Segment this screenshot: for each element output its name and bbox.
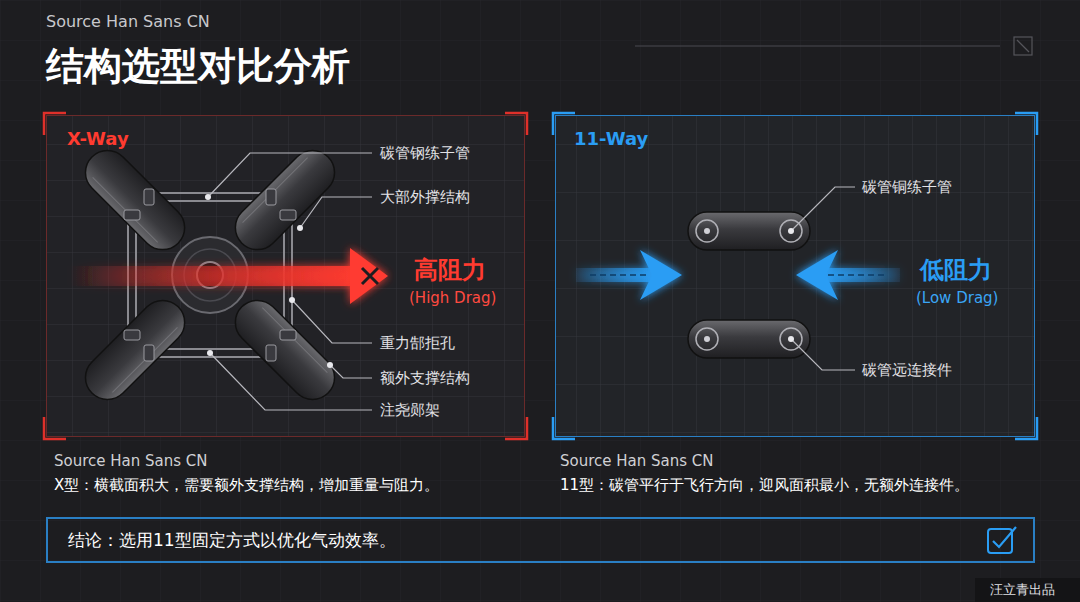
font-note: Source Han Sans CN: [560, 452, 714, 470]
slide-title: 结构选型对比分析: [46, 44, 350, 90]
conclusion-text: 结论：选用11型固定方式以优化气动效率。: [68, 529, 396, 552]
drag-sublabel: (High Drag): [409, 289, 496, 307]
conclusion-box: 结论：选用11型固定方式以优化气动效率。: [46, 517, 1035, 563]
callout-label: 大部外撑结构: [380, 188, 470, 206]
callout-label: 碳管钢练子管: [380, 144, 470, 162]
callout-label: 碳管远连接件: [862, 361, 952, 379]
drag-label: 低阻力: [920, 256, 992, 285]
panel-heading: 11-Way: [574, 128, 1034, 149]
caption-text: 11型：碳管平行于飞行方向，迎风面积最小，无额外连接件。: [560, 476, 969, 494]
drag-label: 高阻力: [414, 256, 486, 285]
callout-label: 重力郜拒孔: [380, 334, 455, 352]
watermark: 汪立青出品: [990, 582, 1055, 598]
font-note: Source Han Sans CN: [54, 452, 208, 470]
font-note: Source Han Sans CN: [46, 12, 210, 31]
callout-label: 注尧郧架: [380, 401, 440, 419]
callout-label: 碳管铜练子管: [862, 178, 952, 196]
caption-text: X型：横截面积大，需要额外支撑结构，增加重量与阻力。: [54, 476, 439, 494]
callout-label: 额外支撑结构: [380, 369, 470, 387]
drag-sublabel: (Low Drag): [916, 289, 998, 307]
